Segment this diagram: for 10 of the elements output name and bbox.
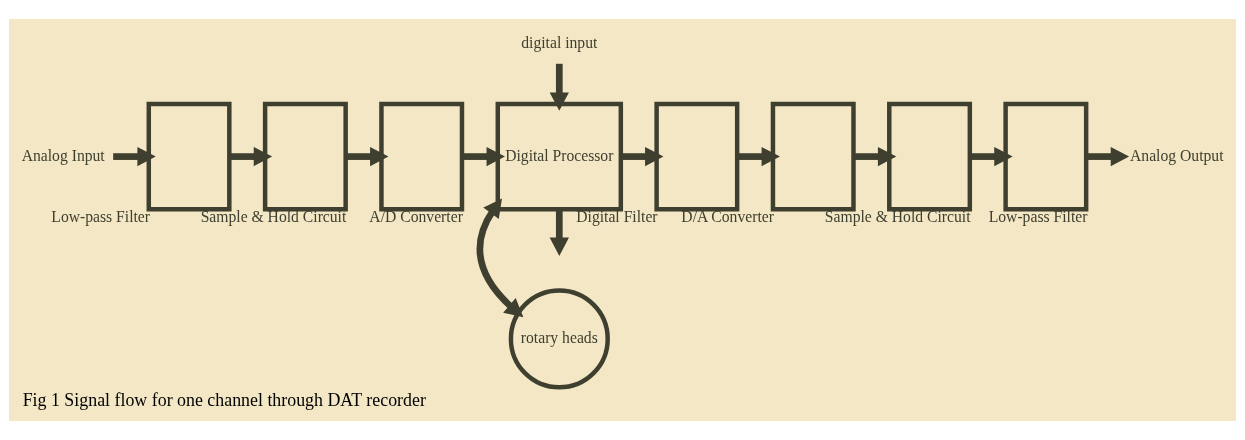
node-label: Sample & Hold Circuit <box>200 207 347 225</box>
node-text: digital input <box>521 33 598 51</box>
node-label: Low-pass Filter <box>988 207 1088 225</box>
node-label: Sample & Hold Circuit <box>824 207 971 225</box>
node-text: Analog Input <box>21 146 105 164</box>
node-label: A/D Converter <box>369 207 463 225</box>
node-label: D/A Converter <box>681 207 774 225</box>
caption: Fig 1 Signal flow for one channel through DAT recorder <box>22 390 426 411</box>
node-text: Analog Output <box>1130 146 1224 164</box>
node-label: Low-pass Filter <box>51 207 151 225</box>
